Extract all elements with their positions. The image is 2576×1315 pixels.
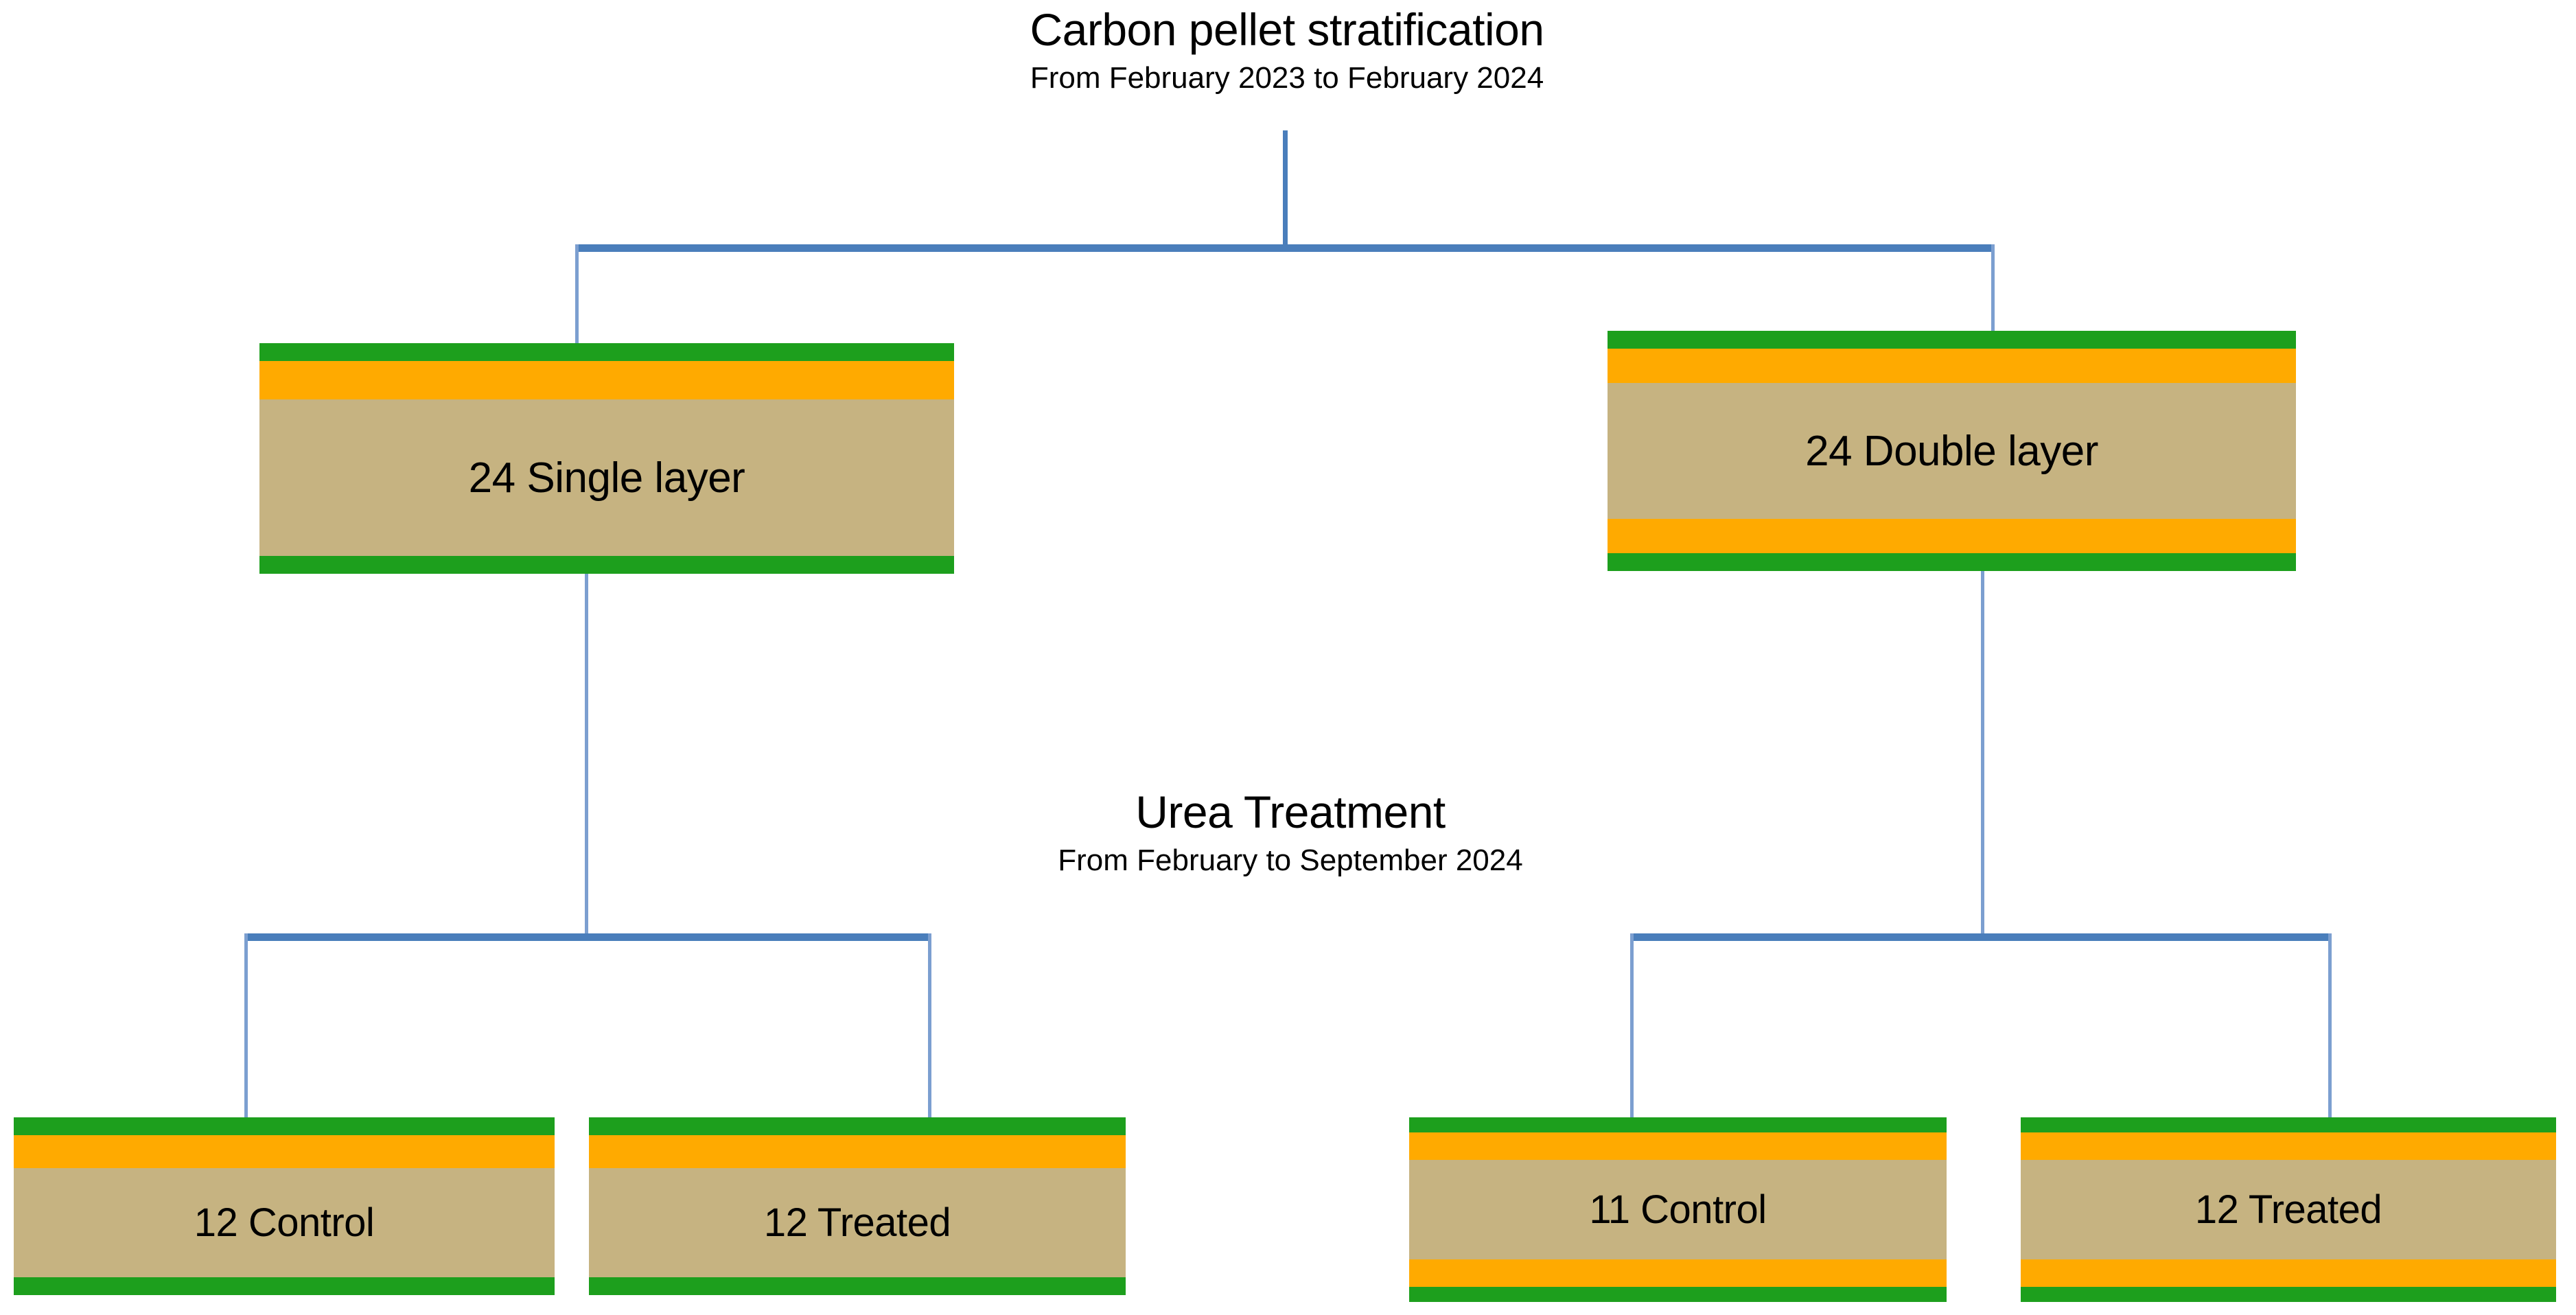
- mid-subtitle: From February to September 2024: [1058, 843, 1523, 877]
- layer-band-green-bottom: [589, 1277, 1126, 1295]
- layer-band-orange-top: [2021, 1132, 2556, 1160]
- layer-band-green-top: [2021, 1117, 2556, 1132]
- connector-left-bracket-left-leg: [244, 933, 248, 1117]
- layer-band-orange-bottom: [2021, 1259, 2556, 1287]
- layer-band-orange-top: [1409, 1132, 1947, 1160]
- layer-band-green-bottom: [2021, 1287, 2556, 1302]
- mid-title-block: Urea Treatment From February to Septembe…: [872, 789, 1709, 876]
- pellet-box-single-layer[interactable]: 24 Single layer: [259, 343, 954, 574]
- pellet-box-double-treated[interactable]: 12 Treated: [2021, 1117, 2556, 1302]
- layer-band-green-top: [14, 1117, 555, 1135]
- layer-band-core: 12 Control: [14, 1168, 555, 1277]
- layer-band-core: 24 Single layer: [259, 399, 954, 556]
- layer-band-orange-bottom: [1608, 519, 2296, 553]
- page-subtitle: From February 2023 to February 2024: [1030, 61, 1544, 95]
- connector-single-layer-stem: [585, 574, 588, 938]
- connector-left-bracket-bar: [244, 933, 931, 941]
- connector-double-layer-stem: [1981, 571, 1984, 938]
- connector-top-bracket-right-leg: [1991, 244, 1995, 331]
- mid-title: Urea Treatment: [1135, 787, 1446, 837]
- pellet-box-single-control[interactable]: 12 Control: [14, 1117, 555, 1295]
- connector-right-bracket-left-leg: [1630, 933, 1634, 1117]
- layer-band-core: 11 Control: [1409, 1160, 1947, 1259]
- layer-band-orange-top: [14, 1135, 555, 1168]
- pellet-box-single-treated[interactable]: 12 Treated: [589, 1117, 1126, 1295]
- pellet-label: 12 Treated: [763, 1200, 951, 1245]
- pellet-label: 24 Double layer: [1805, 427, 2098, 475]
- layer-band-orange-bottom: [1409, 1259, 1947, 1287]
- pellet-label: 11 Control: [1589, 1187, 1767, 1232]
- layer-band-orange-top: [1608, 349, 2296, 383]
- pellet-label: 24 Single layer: [468, 454, 745, 502]
- layer-band-green-bottom: [1608, 553, 2296, 571]
- layer-band-green-top: [1608, 331, 2296, 349]
- layer-band-core: 12 Treated: [2021, 1160, 2556, 1259]
- layer-band-green-top: [1409, 1117, 1947, 1132]
- layer-band-orange-top: [259, 361, 954, 399]
- connector-root-stem: [1283, 130, 1288, 249]
- layer-band-green-bottom: [259, 556, 954, 574]
- layer-band-green-top: [589, 1117, 1126, 1135]
- page-title: Carbon pellet stratification: [1030, 4, 1544, 55]
- layer-band-green-bottom: [14, 1277, 555, 1295]
- layer-band-core: 12 Treated: [589, 1168, 1126, 1277]
- pellet-label: 12 Control: [194, 1200, 375, 1245]
- layer-band-green-top: [259, 343, 954, 361]
- connector-left-bracket-right-leg: [928, 933, 931, 1117]
- root-title-block: Carbon pellet stratification From Februa…: [782, 7, 1791, 93]
- connector-right-bracket-bar: [1630, 933, 2332, 941]
- layer-band-core: 24 Double layer: [1608, 383, 2296, 519]
- connector-top-bracket-bar: [575, 244, 1995, 252]
- pellet-box-double-control[interactable]: 11 Control: [1409, 1117, 1947, 1302]
- layer-band-green-bottom: [1409, 1287, 1947, 1302]
- pellet-box-double-layer[interactable]: 24 Double layer: [1608, 331, 2296, 571]
- connector-right-bracket-right-leg: [2328, 933, 2332, 1117]
- connector-top-bracket-left-leg: [575, 244, 579, 343]
- pellet-label: 12 Treated: [2194, 1187, 2382, 1232]
- layer-band-orange-top: [589, 1135, 1126, 1168]
